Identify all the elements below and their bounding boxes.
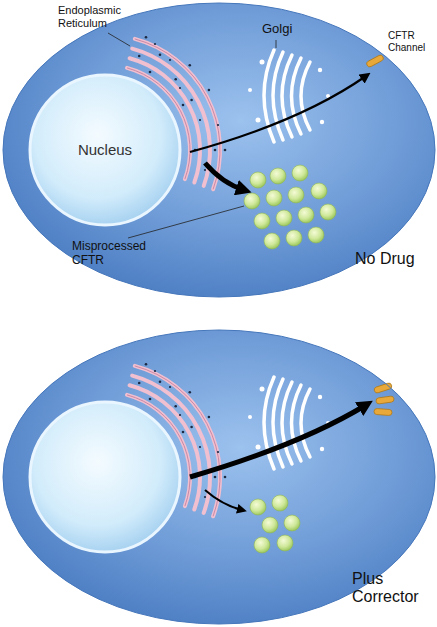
condition-label: No Drug bbox=[355, 250, 437, 268]
channel-label: CFTR Channel bbox=[388, 30, 432, 53]
nucleus-circle: Nucleus bbox=[30, 75, 180, 225]
organelle-label: Endoplasmic Reticulum bbox=[58, 4, 148, 29]
cell-outline: Nucleus No Drug bbox=[3, 3, 435, 297]
protein-label: Misprocessed CFTR bbox=[72, 240, 164, 268]
nucleus-fill bbox=[30, 75, 180, 225]
organelle-label: Golgi bbox=[262, 22, 312, 37]
nucleus-label: Nucleus bbox=[30, 141, 180, 158]
cell-ellipse bbox=[3, 330, 435, 624]
condition-label: Plus Corrector bbox=[352, 570, 436, 607]
cell-outline: Plus Corrector bbox=[3, 330, 435, 624]
